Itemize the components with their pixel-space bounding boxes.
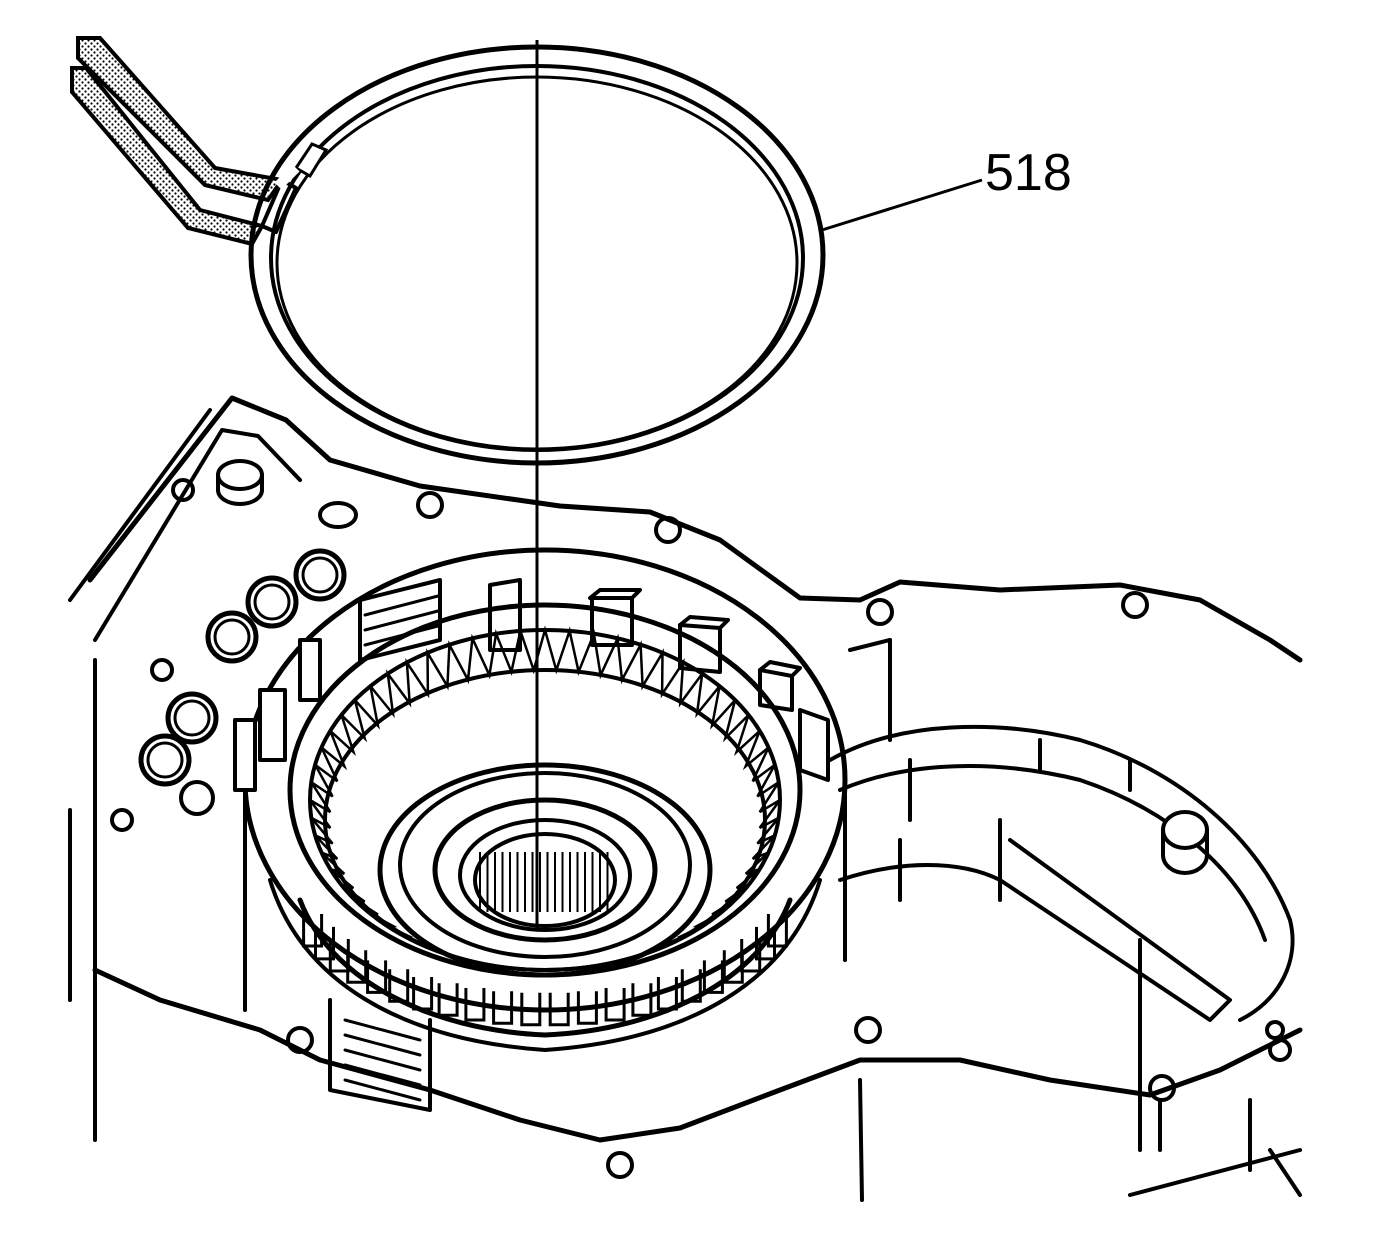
case-locating-pins: [216, 459, 1209, 875]
transmission-case: [68, 395, 1303, 1202]
internal-ring-gear: [287, 602, 803, 978]
clutch-plate-tabs: [233, 578, 830, 792]
callout-518-leader: [821, 178, 983, 232]
fluid-passage-bores: [138, 548, 347, 816]
case-bolt-holes: [110, 478, 1292, 1179]
callout-518: 518: [821, 144, 1072, 232]
callout-518-label: 518: [985, 144, 1072, 202]
snap-ring-pliers-tool: [70, 36, 298, 247]
center-hub-bearing: [377, 762, 713, 978]
splined-hub: [297, 897, 793, 1038]
